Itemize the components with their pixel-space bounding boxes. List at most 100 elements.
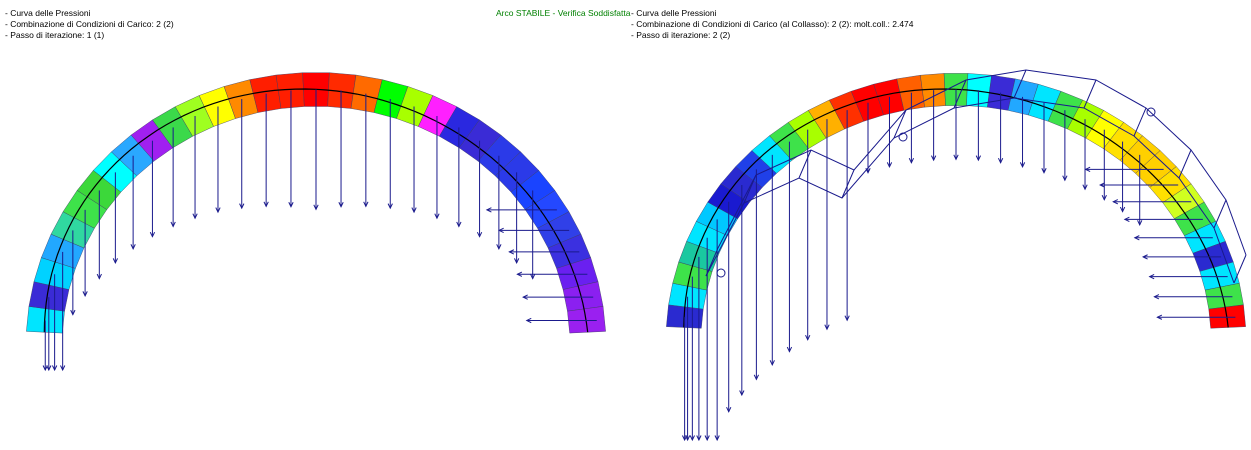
left-horizontal-load-arrow-head [525,317,532,324]
right-horizontal-load-arrow-head [1112,199,1119,205]
left-vertical-load-arrow-head [51,365,58,372]
left-vertical-load-arrow-head [192,213,198,220]
left-info-line-1: - Curva delle Pressioni [5,8,91,18]
right-mechanism-joint [1083,79,1097,109]
left-vertical-load-arrow-head [476,231,483,238]
left-vertical-load-arrow-head [46,365,52,372]
right-mechanism-joint [705,247,719,277]
right-mechanism-joint [1133,107,1147,137]
left-vertical-load-arrow-head [456,221,462,228]
right-mechanism-joint [1233,254,1247,284]
right-mechanism-joint [743,174,757,204]
right-horizontal-load-arrow-head [1133,235,1140,241]
right-mechanism-joint [1178,149,1192,179]
right-vertical-load-arrow-head [704,435,710,442]
right-vertical-load-arrow-head [997,157,1004,164]
right-vertical-load-arrow-head [1101,194,1107,201]
right-vertical-load-arrow-head [886,162,893,169]
right-vertical-load-arrow-head [739,390,745,397]
right-horizontal-load-arrow-head [1123,216,1130,222]
right-horizontal-load-arrow-head [1156,314,1163,320]
right-hinge-marker [716,268,726,278]
left-vertical-load-arrow-head [112,258,118,265]
left-vertical-load-arrow-head [96,273,102,280]
right-horizontal-load-arrow-head [1148,274,1155,280]
left-vertical-load-arrow-head [530,273,536,280]
right-panel: - Curva delle Pressioni - Combinazione d… [626,0,1251,450]
right-mechanism-outline [717,69,1247,256]
left-vertical-load-arrow-head [42,365,48,372]
right-vertical-load-arrow-head [689,435,695,442]
right-vertical-load-arrow-head [1019,162,1026,169]
left-voussoir-block [275,72,305,109]
left-vertical-load-arrow-head [263,201,269,208]
left-vertical-load-arrow-head [149,231,156,238]
right-vertical-load-arrow-head [714,435,720,442]
left-vertical-load-arrow-head [170,221,176,228]
right-mechanism-joint [893,109,907,139]
right-vertical-load-arrow-head [696,435,702,442]
right-horizontal-load-arrow-head [1153,294,1160,300]
right-hinge-marker [1146,107,1156,117]
right-vertical-load-arrow-head [1062,175,1068,182]
right-vertical-load-arrow-head [844,315,850,322]
right-mechanism-joint [798,149,812,179]
left-horizontal-load-arrow-head [497,227,504,234]
right-vertical-load-arrow-head [684,435,691,442]
left-vertical-load-arrow-head [82,291,88,298]
right-vertical-load-arrow-head [726,406,732,413]
right-arch-diagram [666,69,1247,442]
left-vertical-load-arrow-head [130,244,136,250]
right-horizontal-load-arrow-head [1084,166,1091,172]
left-info-line-2: - Combinazione di Condizioni di Carico: … [5,19,174,29]
right-vertical-load-arrow-head [865,168,871,174]
right-vertical-load-arrow-head [908,157,915,164]
right-horizontal-load-arrow-head [1099,182,1105,188]
right-vertical-load-arrow-head [975,155,982,162]
right-info-line-1: - Curva delle Pressioni [631,8,717,18]
right-mechanism-joint [1213,199,1227,229]
right-info-text: - Curva delle Pressioni - Combinazione d… [631,8,914,41]
left-vertical-load-arrow-head [313,204,319,211]
right-vertical-load-arrow-head [769,360,775,366]
left-vertical-load-arrow-head [60,365,66,372]
left-vertical-load-arrow-head [363,201,369,208]
left-voussoir-block [567,306,606,334]
right-mechanism-joint [1013,69,1027,99]
right-info-line-3: - Passo di iterazione: 2 (2) [631,30,731,40]
left-vertical-load-arrow-head [239,203,245,210]
right-vertical-load-arrow-head [753,374,760,381]
left-info-text: - Curva delle Pressioni - Combinazione d… [5,8,174,41]
left-thrust-line [43,88,589,333]
stability-status: Arco STABILE - Verifica Soddisfatta [496,8,631,18]
right-vertical-load-arrow-head [1082,184,1088,191]
left-vertical-load-arrow-head [215,207,221,214]
right-vertical-load-arrow-head [1119,206,1126,213]
left-horizontal-load-arrow-head [516,271,523,277]
right-voussoir-block [920,73,946,108]
left-arch-diagram [26,72,606,372]
left-info-line-3: - Passo di iterazione: 1 (1) [5,30,105,40]
right-hinge-marker [898,132,908,142]
left-vertical-load-arrow-head [514,258,520,265]
right-vertical-load-arrow-head [953,154,959,161]
left-vertical-load-arrow-head [338,202,344,208]
right-info-line-2: - Combinazione di Condizioni di Carico (… [631,19,914,29]
left-vertical-load-arrow-head [434,213,440,220]
left-horizontal-load-arrow-head [508,249,515,255]
left-panel: - Curva delle Pressioni - Combinazione d… [0,0,631,450]
right-horizontal-load-arrow-head [1141,254,1148,260]
right-vertical-load-arrow-head [805,334,811,341]
left-vertical-load-arrow-head [288,202,294,208]
left-vertical-load-arrow-head [70,309,76,316]
right-vertical-load-arrow-head [930,155,937,162]
left-vertical-load-arrow-head [387,203,393,210]
left-vertical-load-arrow-head [411,207,417,214]
right-vertical-load-arrow-head [1041,168,1047,174]
right-vertical-load-arrow-head [786,346,793,353]
left-horizontal-load-arrow-head [485,207,492,213]
left-vertical-load-arrow-head [496,244,502,250]
right-vertical-load-arrow-head [824,324,830,331]
right-mechanism-joint [841,169,855,199]
right-vertical-load-arrow-head [1137,220,1143,226]
